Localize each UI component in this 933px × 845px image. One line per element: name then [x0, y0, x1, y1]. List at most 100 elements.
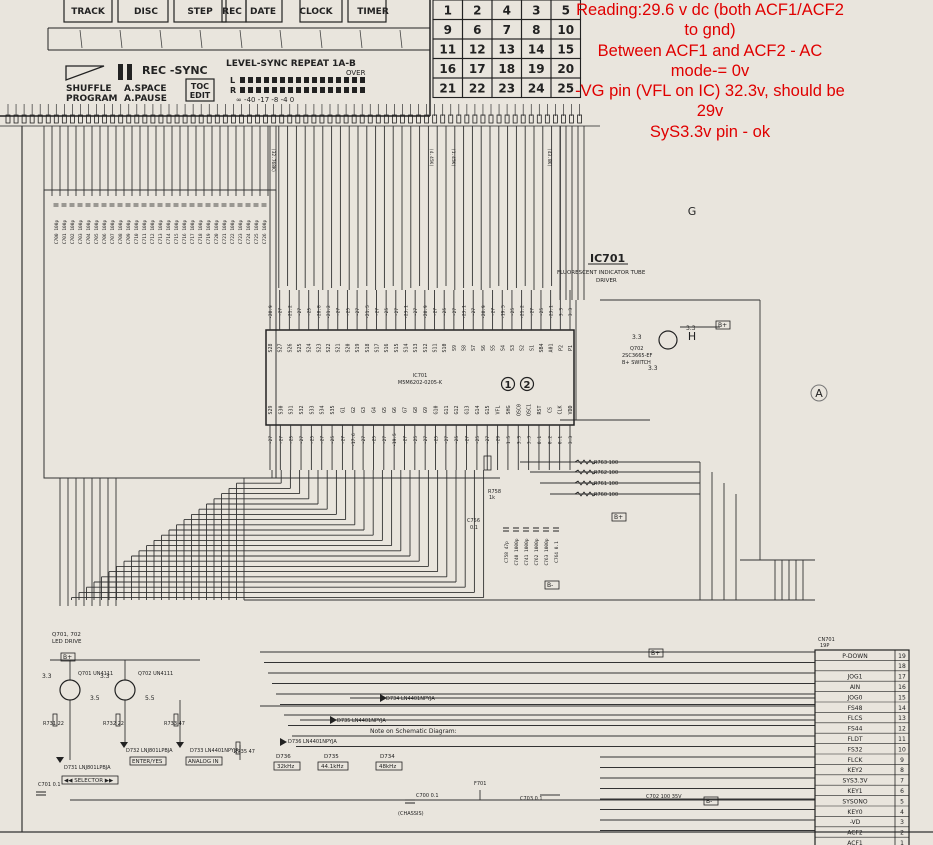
- svg-text:D736: D736: [276, 754, 291, 760]
- ic-pin-volt: -25: [371, 436, 377, 444]
- cap-c725: C725 100p: [254, 220, 260, 245]
- grid-number-18: 18: [498, 62, 515, 76]
- ic-pin-volt: -25: [289, 436, 295, 444]
- ic-pin-s21: S21: [336, 343, 342, 352]
- led-diode-icon: [380, 694, 387, 702]
- ic-pin-s28: S28: [268, 343, 274, 352]
- svg-text:R731 22: R731 22: [43, 721, 64, 727]
- marker-2: 2: [524, 380, 531, 391]
- grid-number-19: 19: [528, 62, 545, 76]
- display-label-track: TRACK: [71, 7, 106, 17]
- ic-pin-volt: -19.5: [392, 433, 398, 447]
- cn701-pin-label: SYSONO: [842, 798, 867, 805]
- led-section-title2: LED DRIVE: [52, 639, 82, 645]
- q702-led-label: Q702 UN4111: [138, 671, 173, 677]
- grid-number-13: 13: [498, 43, 515, 57]
- ic-pin-volt: 3.3: [568, 436, 574, 444]
- ic-pin-volt: -25: [307, 308, 313, 316]
- ic-pin-volt: -27: [268, 436, 274, 444]
- cap-c711: C711 100p: [142, 220, 148, 245]
- ic-pin-s17: S17: [374, 343, 380, 352]
- bus-freq-label: (32.768K): [270, 148, 276, 172]
- ic-pin-s19: S19: [355, 343, 361, 352]
- svg-text:D735 LN4401NPYJA: D735 LN4401NPYJA: [337, 718, 386, 724]
- ic-pin-volt: -27: [355, 308, 361, 316]
- ic-pin-s4: S4: [500, 345, 506, 351]
- ic701-tag: IC701: [590, 252, 625, 265]
- led-diode-icon: [280, 738, 287, 746]
- grid-number-11: 11: [439, 43, 456, 57]
- led-section-title: Q701, 702: [52, 632, 81, 638]
- ic-pin-s2: S2: [520, 345, 526, 351]
- led-diode-icon: [56, 757, 64, 763]
- ic-pin-s35: S35: [330, 405, 336, 414]
- ic-pin-s11: S11: [433, 343, 439, 352]
- ic-pin-s12: S12: [423, 343, 429, 352]
- notes-header: Note on Schematic Diagram:: [370, 728, 457, 735]
- cn701-pin-number: 18: [898, 663, 906, 670]
- ic-pin-volt: -20.9: [268, 305, 274, 319]
- ic-pin-volt: -25: [330, 436, 336, 444]
- ic-pin-s5: S5: [491, 345, 497, 351]
- cn701-pin-label: FLDT: [847, 736, 862, 743]
- pause-label: A.PAUSE: [124, 94, 167, 104]
- svg-text:3.3: 3.3: [100, 673, 110, 680]
- cn701-pin-label: FLCK: [848, 757, 864, 764]
- meter-scale: ∞ -40 -17 -8 -4 0: [236, 96, 294, 104]
- ic-pin-volt: 1.5: [506, 436, 512, 444]
- cap-c710: C710 100p: [134, 220, 140, 245]
- svg-text:D734 LN4401NPYJA: D734 LN4401NPYJA: [386, 696, 435, 702]
- bplus-tag: B+: [651, 650, 660, 657]
- ic-pin-volt: -25: [539, 308, 545, 316]
- r758-value: 1k: [489, 495, 495, 501]
- cap-c722: C722 100p: [230, 220, 236, 245]
- ic-pin-volt: -27: [485, 436, 491, 444]
- grid-number-4: 4: [503, 4, 511, 18]
- grid-number-16: 16: [439, 62, 456, 76]
- q702-block: 3.3 3.3 3.3 Q702 2SC3665-EF B+ SWITCH: [622, 325, 696, 372]
- ic-pin-s3: S3: [510, 345, 516, 351]
- ic-pin-volt: -25: [510, 308, 516, 316]
- ic-pin-volt: -27: [340, 436, 346, 444]
- cap-c704: C704 100p: [86, 220, 92, 245]
- ic-pin-volt: -27: [336, 308, 342, 316]
- ic-pin-volt: 0.2: [547, 436, 553, 444]
- ic-pin-p1: P1: [568, 345, 574, 351]
- bplus-tag: B-: [547, 582, 553, 589]
- ic-pin-volt: -27: [444, 436, 450, 444]
- ic-pin-volt: -27: [465, 436, 471, 444]
- ic-pin-g5: G5: [382, 407, 388, 413]
- resistor-r761: R761 100: [594, 481, 618, 487]
- grid-letter-h: H: [688, 330, 696, 343]
- ic-pin-volt: 3.3: [558, 308, 564, 316]
- ic-pin-g15: G15: [485, 405, 491, 414]
- cn701-pin-number: 1: [900, 840, 904, 845]
- cn701-pin-number: 3: [900, 819, 904, 826]
- led-diode-icon: [330, 716, 337, 724]
- display-label-step: STEP: [187, 7, 213, 17]
- q702-v2: 3.3: [686, 325, 696, 332]
- ic-pin-g9: G9: [423, 407, 429, 413]
- svg-text:D733 LN4401NPYJA: D733 LN4401NPYJA: [190, 748, 239, 754]
- svg-text:(CHASSIS): (CHASSIS): [398, 811, 424, 817]
- ic-pin-g4: G4: [371, 407, 377, 413]
- ic-pin-s25: S25: [297, 343, 303, 352]
- display-label-date: DATE: [250, 7, 276, 17]
- display-label-rec: REC: [222, 7, 242, 17]
- ic-pin-s34: S34: [320, 405, 326, 414]
- grid-letter-a: A: [815, 387, 823, 400]
- grid-number-22: 22: [469, 82, 486, 96]
- cn701-pin-number: 9: [900, 757, 904, 764]
- ic-pin-volt: -27: [491, 308, 497, 316]
- svg-text:C703 0.1: C703 0.1: [520, 796, 543, 802]
- cap-c758: C758 47p: [504, 541, 510, 563]
- svg-text:R732 22: R732 22: [103, 721, 124, 727]
- grid-number-25: 25: [557, 82, 574, 96]
- cn701-pin-number: 11: [898, 736, 906, 743]
- ic-pin-volt: -25: [442, 308, 448, 316]
- ic701-block: IC701 FLUORESCENT INDICATOR TUBE DRIVER …: [265, 252, 646, 470]
- ic-pin-volt: -21.2: [287, 305, 293, 319]
- svg-text:D736 LN4401NPYJA: D736 LN4401NPYJA: [288, 739, 337, 745]
- cap-c723: C723 100p: [238, 220, 244, 245]
